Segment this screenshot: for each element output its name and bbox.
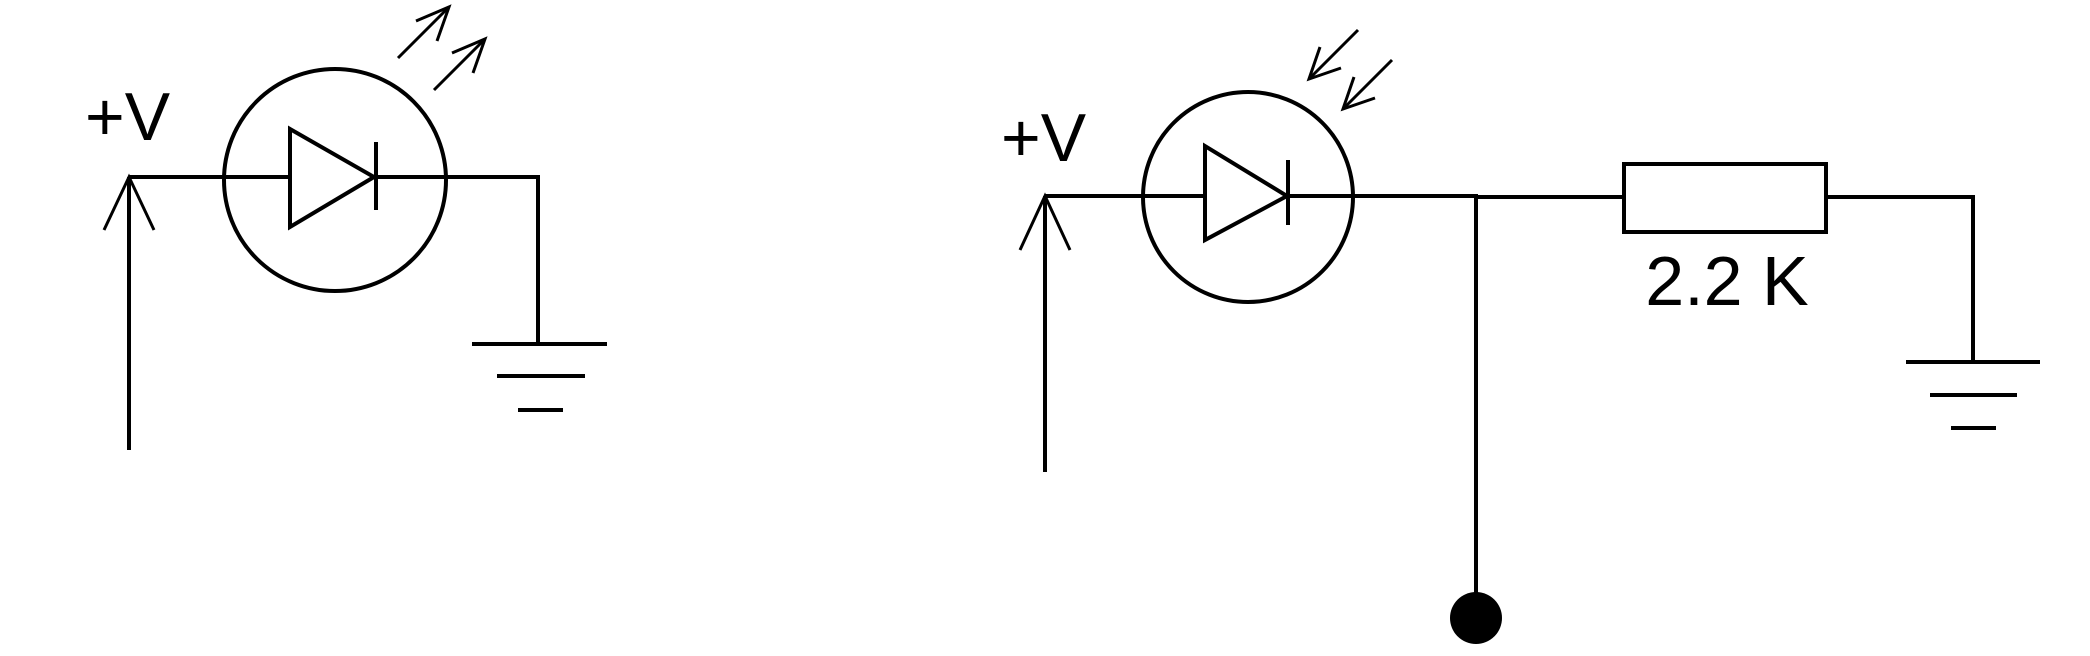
led-supply-label: +V	[85, 79, 171, 155]
led-circuit: +V	[85, 4, 607, 450]
led-body-circle	[222, 67, 448, 293]
led-supply-arrow	[102, 173, 156, 450]
photodiode-wires	[1045, 194, 1975, 595]
photodiode-ground-symbol	[1906, 360, 2040, 430]
photodiode-supply-label: +V	[1001, 100, 1087, 176]
photodiode-circuit: +V 2.2 K	[1001, 28, 2040, 644]
resistor-value-label: 2.2 K	[1645, 242, 1808, 320]
photodiode-anode-triangle	[1203, 142, 1292, 244]
resistor-body	[1622, 162, 1828, 234]
led-symbol	[222, 67, 448, 293]
led-ground-symbol	[472, 342, 607, 412]
led-emission-arrows	[396, 4, 488, 92]
load-resistor: 2.2 K	[1622, 162, 1828, 320]
led-wires	[129, 175, 540, 344]
photodiode-supply-arrow	[1018, 192, 1072, 472]
led-anode-triangle	[288, 125, 378, 231]
photodiode-incident-light-arrows	[1306, 28, 1394, 112]
output-terminal	[1450, 592, 1502, 644]
